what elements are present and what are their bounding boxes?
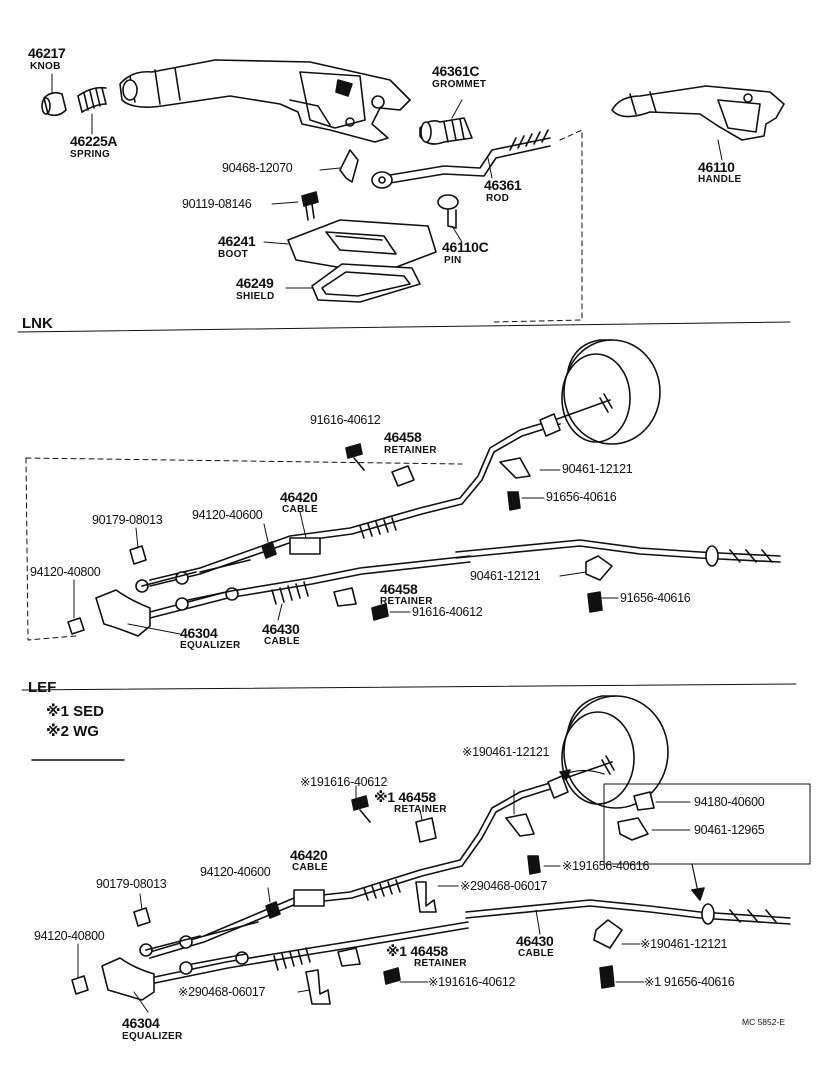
lef-drum-illustration [561,695,669,809]
boot-part-number: 46241 [218,233,256,249]
lef-bolt-b-part-number: ※191656-40616 [562,859,650,873]
lef-inset-box [603,783,811,865]
lef-retainer-a-part-name: RETAINER [394,804,447,815]
figure-code: MC 5852-E [742,1017,785,1027]
lnk-bolt-b-part-number: 91656-40616 [546,490,617,504]
lef-equalizer-illustration [101,921,259,1001]
pin-part-number: 46110C [442,239,489,255]
legend-item-wg: ※2 WG [46,723,99,740]
lef-cable-part-number: 46420 [290,847,328,863]
legend-item-sed: ※1 SED [46,703,104,720]
lnk-retainer-a-part-number: 46458 [384,429,422,445]
knob-part-name: KNOB [30,61,61,72]
lef-cable-46430 [149,899,791,985]
section-lnk-title: LNK [22,315,53,332]
lef-cable-46420 [149,755,615,959]
top-leaders [51,73,723,289]
lnk-leaders [73,469,619,635]
spring-part-name: SPRING [70,149,111,160]
lef-clamp-a-part-number: ※190461-12121 [462,745,550,759]
rod-part-number: 46361 [484,177,522,193]
lef-clamp-b-part-number: ※190461-12121 [640,937,728,951]
lnk-nut-a-part-number: 94120-40600 [192,508,263,522]
bolt-part-number: 90119-08146 [182,197,252,211]
clip-illustration [339,149,359,183]
lnk-retainer-a-part-name: RETAINER [384,445,437,456]
lef-retainer-a-part-number: ※1 46458 [374,789,436,805]
lnk-cable-part-number: 46420 [280,489,318,505]
lef-bolt-d-part-number: ※1 91656-40616 [644,975,735,989]
lef-nut-b-part-number: 90179-08013 [96,877,167,891]
bolt-illustration [301,191,319,221]
lnk-retainer-b-part-number: 46458 [380,581,418,597]
lnk-cable-46420 [149,393,613,587]
handle-part-name: HANDLE [698,174,742,185]
lnk-clamp-a-part-number: 90461-12121 [562,462,633,476]
clip-part-number: 90468-12070 [222,161,293,175]
lnk-small-parts [67,443,613,635]
brake-lever-illustration [119,59,411,143]
lef-inset-b-part-number: 90461-12965 [694,823,765,837]
lnk-nut-c-part-number: 94120-40800 [30,565,101,579]
pin-part-name: PIN [444,255,462,266]
lef-cable2-part-number: 46430 [516,933,554,949]
lef-cable-part-name: CABLE [292,862,328,873]
lef-equalizer-part-number: 46304 [122,1015,160,1031]
top-dashed-outline [493,129,583,323]
lef-retainer-b-part-name: RETAINER [414,958,467,969]
lnk-bolt-d-part-number: 91616-40612 [412,605,483,619]
lef-arrow-head [559,769,571,781]
boot-part-name: BOOT [218,249,249,260]
pin-illustration [437,194,459,229]
lef-nut-c-part-number: 94120-40800 [34,929,105,943]
lnk-bolt-c-part-number: 91656-40616 [620,591,691,605]
handle-illustration [611,85,785,141]
section-lef-title: LEF [28,679,57,696]
boot-illustration [287,219,437,275]
lnk-nut-b-part-number: 90179-08013 [92,513,163,527]
lnk-equalizer-illustration [95,559,251,637]
rod-part-name: ROD [486,193,510,204]
lef-equalizer-part-name: EQUALIZER [122,1031,183,1042]
lnk-cable-46430 [149,539,781,619]
handle-part-number: 46110 [698,159,735,175]
lef-inset-arrow [691,863,699,893]
shield-part-number: 46249 [236,275,274,291]
grommet-part-number: 46361C [432,63,480,79]
lef-inset-arrow-head [691,887,705,901]
knob-illustration [41,91,67,117]
rod-illustration [371,129,551,189]
lnk-cable-part-name: CABLE [282,504,318,515]
grommet-part-name: GROMMET [432,79,487,90]
lnk-separator [17,321,791,333]
spring-illustration [77,86,107,113]
lnk-bolt-a-part-number: 91616-40612 [310,413,381,427]
lef-retainer-b-part-number: ※1 46458 [386,943,448,959]
knob-part-number: 46217 [28,45,66,61]
lef-clip-a-part-number: ※290468-06017 [460,879,548,893]
lnk-equalizer-part-name: EQUALIZER [180,640,241,651]
shield-illustration [311,263,421,303]
spring-part-number: 46225A [70,133,118,149]
lef-leaders [77,785,645,1013]
lnk-retainer-b-part-name: RETAINER [380,596,433,607]
lef-nut-a-part-number: 94120-40600 [200,865,271,879]
lef-clip-b-part-number: ※290468-06017 [178,985,266,999]
lef-cable2-part-name: CABLE [518,948,554,959]
lnk-equalizer-part-number: 46304 [180,625,218,641]
grommet-illustration [419,117,473,145]
lnk-clamp-b-part-number: 90461-12121 [470,569,541,583]
lef-bolt-a-part-number: ※191616-40612 [300,775,388,789]
lnk-cable2-part-name: CABLE [264,636,300,647]
lnk-cable2-part-number: 46430 [262,621,300,637]
lnk-drum-illustration [561,339,661,445]
lef-small-parts [71,795,623,1005]
shield-part-name: SHIELD [236,291,275,302]
lef-bolt-c-part-number: ※191616-40612 [428,975,516,989]
lef-inset-a-part-number: 94180-40600 [694,795,765,809]
lef-separator [21,683,797,691]
lnk-dashed-outline [25,457,463,641]
